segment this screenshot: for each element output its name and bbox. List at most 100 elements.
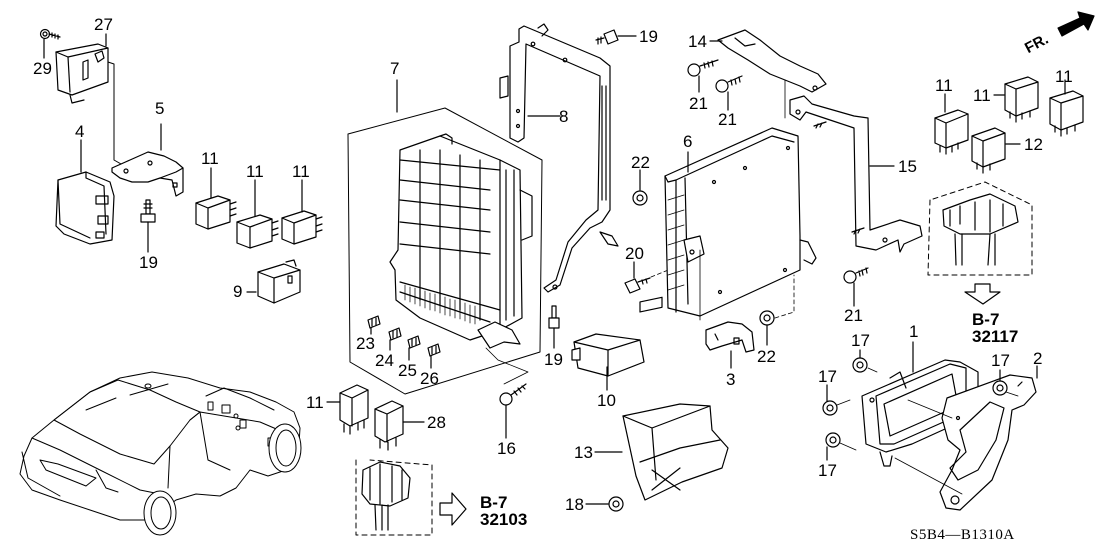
- callout-24: 24: [375, 351, 394, 370]
- part-25-fuse[interactable]: [408, 336, 420, 348]
- front-direction-arrow-icon: [1058, 12, 1094, 36]
- callout-16: 16: [497, 439, 516, 458]
- callout-11f: 11: [973, 86, 991, 105]
- callout-1: 1: [909, 322, 919, 341]
- diagram-code: S5B4—B1310A: [910, 527, 1015, 543]
- arrow-right-icon: [440, 493, 466, 525]
- callout-10: 10: [597, 391, 616, 410]
- callout-25: 25: [398, 361, 417, 380]
- callout-21b: 21: [718, 110, 737, 129]
- part-3-bracket[interactable]: [706, 322, 754, 352]
- callout-18: 18: [565, 495, 584, 514]
- vehicle-illustration: [20, 372, 301, 535]
- part-11-relay-f[interactable]: [1005, 77, 1038, 122]
- arrow-down-icon: [965, 284, 1000, 304]
- callout-22-upper: 22: [631, 153, 650, 172]
- part-19-bolt-top[interactable]: [596, 30, 618, 44]
- connector-group-b7-32103[interactable]: [356, 460, 432, 535]
- part-11-relay-d[interactable]: [340, 385, 368, 434]
- part-11-relay-c[interactable]: [282, 211, 322, 244]
- reference-number: 32103: [480, 510, 528, 530]
- reference-group: B-7: [480, 493, 508, 512]
- part-6-ecu[interactable]: [665, 128, 816, 316]
- connector-group-b7-32117[interactable]: [928, 182, 1032, 275]
- part-11-relay-a[interactable]: [196, 196, 236, 229]
- callout-6: 6: [683, 132, 693, 151]
- part-17-nut-b[interactable]: [823, 401, 837, 415]
- part-14-bracket[interactable]: [718, 30, 826, 92]
- assembly-line-20: [651, 262, 688, 277]
- assembly-line-22: [775, 275, 794, 318]
- callout-9: 9: [233, 282, 243, 301]
- callout-8: 8: [559, 107, 569, 126]
- callout-14: 14: [688, 32, 707, 51]
- part-23-fuse[interactable]: [368, 316, 380, 328]
- callout-11c: 11: [292, 162, 310, 181]
- part-17-nut-c[interactable]: [826, 433, 840, 447]
- part-22-nut-upper[interactable]: [633, 191, 647, 205]
- part-20-bolt[interactable]: [625, 278, 650, 293]
- part-21-bolt-b[interactable]: [716, 76, 742, 92]
- part-10-control-unit[interactable]: [572, 334, 644, 376]
- callout-28: 28: [427, 413, 446, 432]
- part-4-control-unit[interactable]: [56, 172, 114, 244]
- part-12-relay[interactable]: [972, 128, 1005, 173]
- part-8-bracket[interactable]: [500, 24, 618, 292]
- part-15-bracket[interactable]: [790, 96, 922, 252]
- callout-4: 4: [75, 122, 85, 141]
- part-21-bolt-a[interactable]: [688, 60, 718, 76]
- callout-26: 26: [420, 369, 439, 388]
- callout-22-lower: 22: [757, 347, 776, 366]
- callout-11g: 11: [1055, 67, 1073, 86]
- callout-23: 23: [356, 334, 375, 353]
- part-5-bracket[interactable]: [112, 152, 183, 196]
- reference-b7-32117[interactable]: B-7 32117: [972, 311, 1018, 346]
- callout-11b: 11: [246, 162, 264, 181]
- part-13-control-unit[interactable]: [623, 297, 728, 500]
- callout-11a: 11: [201, 149, 219, 168]
- fuse-box-7-outline: [348, 108, 542, 394]
- part-7-fuse-box[interactable]: [390, 134, 532, 348]
- callout-17c: 17: [818, 461, 837, 480]
- part-22-nut-lower[interactable]: [760, 311, 774, 325]
- reference-group: B-7: [972, 310, 1000, 329]
- callout-17d: 17: [991, 351, 1010, 370]
- part-21-bolt-c[interactable]: [844, 268, 868, 283]
- callout-19-center: 19: [544, 350, 563, 369]
- callout-2: 2: [1033, 349, 1043, 368]
- part-27-relay-unit[interactable]: [56, 44, 108, 103]
- part-16-bolt[interactable]: [500, 384, 526, 405]
- callout-21a: 21: [689, 94, 708, 113]
- callout-11e: 11: [935, 76, 953, 95]
- part-28-relay[interactable]: [375, 401, 403, 450]
- part-11-relay-e[interactable]: [935, 110, 968, 154]
- callout-29: 29: [33, 59, 52, 78]
- callout-20: 20: [625, 244, 644, 263]
- assembly-line-27-5: [108, 62, 128, 168]
- callout-21c: 21: [844, 306, 863, 325]
- callout-11d: 11: [306, 393, 324, 412]
- part-26-fuse[interactable]: [428, 344, 440, 356]
- callout-13: 13: [574, 443, 593, 462]
- callout-19-left: 19: [139, 253, 158, 272]
- callout-19-top: 19: [639, 27, 658, 46]
- part-18-nut[interactable]: [609, 497, 623, 511]
- part-9-relay[interactable]: [258, 260, 300, 303]
- part-17-nut-a[interactable]: [853, 358, 867, 372]
- assembly-line-16: [486, 348, 528, 384]
- part-17-nut-d[interactable]: [993, 381, 1007, 395]
- part-24-fuse[interactable]: [389, 328, 401, 340]
- reference-b7-32103[interactable]: B-7 32103: [480, 494, 527, 529]
- callout-7: 7: [390, 59, 400, 78]
- callout-17a: 17: [851, 331, 870, 350]
- part-11-relay-b[interactable]: [237, 215, 278, 248]
- callout-3: 3: [726, 370, 736, 389]
- part-2-bracket[interactable]: [940, 375, 1036, 510]
- part-19-bolt-center[interactable]: [549, 306, 559, 328]
- part-19-bolt-left[interactable]: [141, 200, 155, 222]
- callout-5: 5: [155, 99, 165, 118]
- part-11-relay-g[interactable]: [1050, 91, 1083, 136]
- callout-17b: 17: [818, 367, 837, 386]
- part-29-screw[interactable]: [41, 30, 61, 40]
